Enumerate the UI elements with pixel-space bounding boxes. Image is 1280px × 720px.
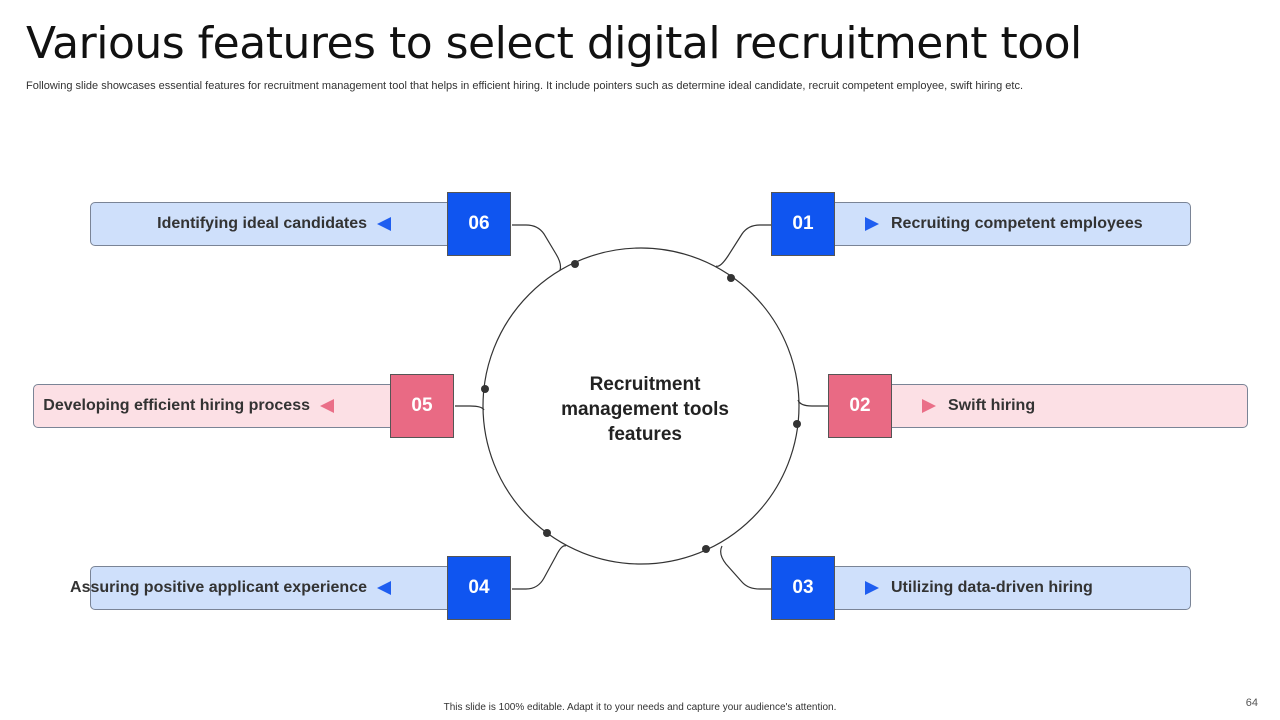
feature-02-label: Swift hiring bbox=[948, 397, 1036, 414]
arrow-left-icon bbox=[377, 581, 391, 595]
feature-02-number: 02 bbox=[828, 374, 892, 438]
feature-06-number: 06 bbox=[447, 192, 511, 256]
slide-title: Various features to select digital recru… bbox=[26, 18, 1082, 69]
connector-dot-01 bbox=[727, 274, 735, 282]
feature-01-number: 01 bbox=[771, 192, 835, 256]
connector-06 bbox=[512, 224, 562, 271]
feature-01-bar: Recruiting competent employees bbox=[796, 202, 1191, 246]
feature-03-label: Utilizing data-driven hiring bbox=[891, 579, 1093, 596]
slide-subtitle: Following slide showcases essential feat… bbox=[26, 80, 1024, 92]
feature-04-label: Assuring positive applicant experience bbox=[70, 579, 367, 596]
arrow-right-icon bbox=[865, 217, 879, 231]
center-label: Recruitment management tools features bbox=[561, 374, 729, 445]
slide-footer: This slide is 100% editable. Adapt it to… bbox=[443, 702, 837, 713]
feature-06-bar: Identifying ideal candidates bbox=[90, 202, 460, 246]
feature-02-bar: Swift hiring bbox=[853, 384, 1248, 428]
arrow-left-icon bbox=[320, 399, 334, 413]
feature-05-bar: Developing efficient hiring process bbox=[33, 384, 403, 428]
feature-06-label: Identifying ideal candidates bbox=[157, 215, 367, 232]
connector-dot-05 bbox=[481, 385, 489, 393]
page-number: 64 bbox=[1245, 697, 1258, 709]
feature-05-label: Developing efficient hiring process bbox=[43, 397, 310, 414]
feature-04-number: 04 bbox=[447, 556, 511, 620]
connector-04 bbox=[512, 545, 567, 590]
arrow-left-icon bbox=[377, 217, 391, 231]
connector-02 bbox=[797, 399, 828, 407]
feature-05-number: 05 bbox=[390, 374, 454, 438]
connector-03 bbox=[720, 545, 771, 590]
center-circle bbox=[482, 247, 800, 565]
feature-03-number: 03 bbox=[771, 556, 835, 620]
connector-dot-03 bbox=[702, 545, 710, 553]
arrow-right-icon bbox=[865, 581, 879, 595]
arrow-right-icon bbox=[922, 399, 936, 413]
feature-01-label: Recruiting competent employees bbox=[891, 215, 1143, 232]
connector-dot-02 bbox=[793, 420, 801, 428]
connector-dot-06 bbox=[571, 260, 579, 268]
feature-03-bar: Utilizing data-driven hiring bbox=[796, 566, 1191, 610]
connector-01 bbox=[715, 224, 771, 267]
connector-dot-04 bbox=[543, 529, 551, 537]
connector-05 bbox=[455, 405, 485, 411]
feature-04-bar: Assuring positive applicant experience bbox=[70, 566, 460, 610]
